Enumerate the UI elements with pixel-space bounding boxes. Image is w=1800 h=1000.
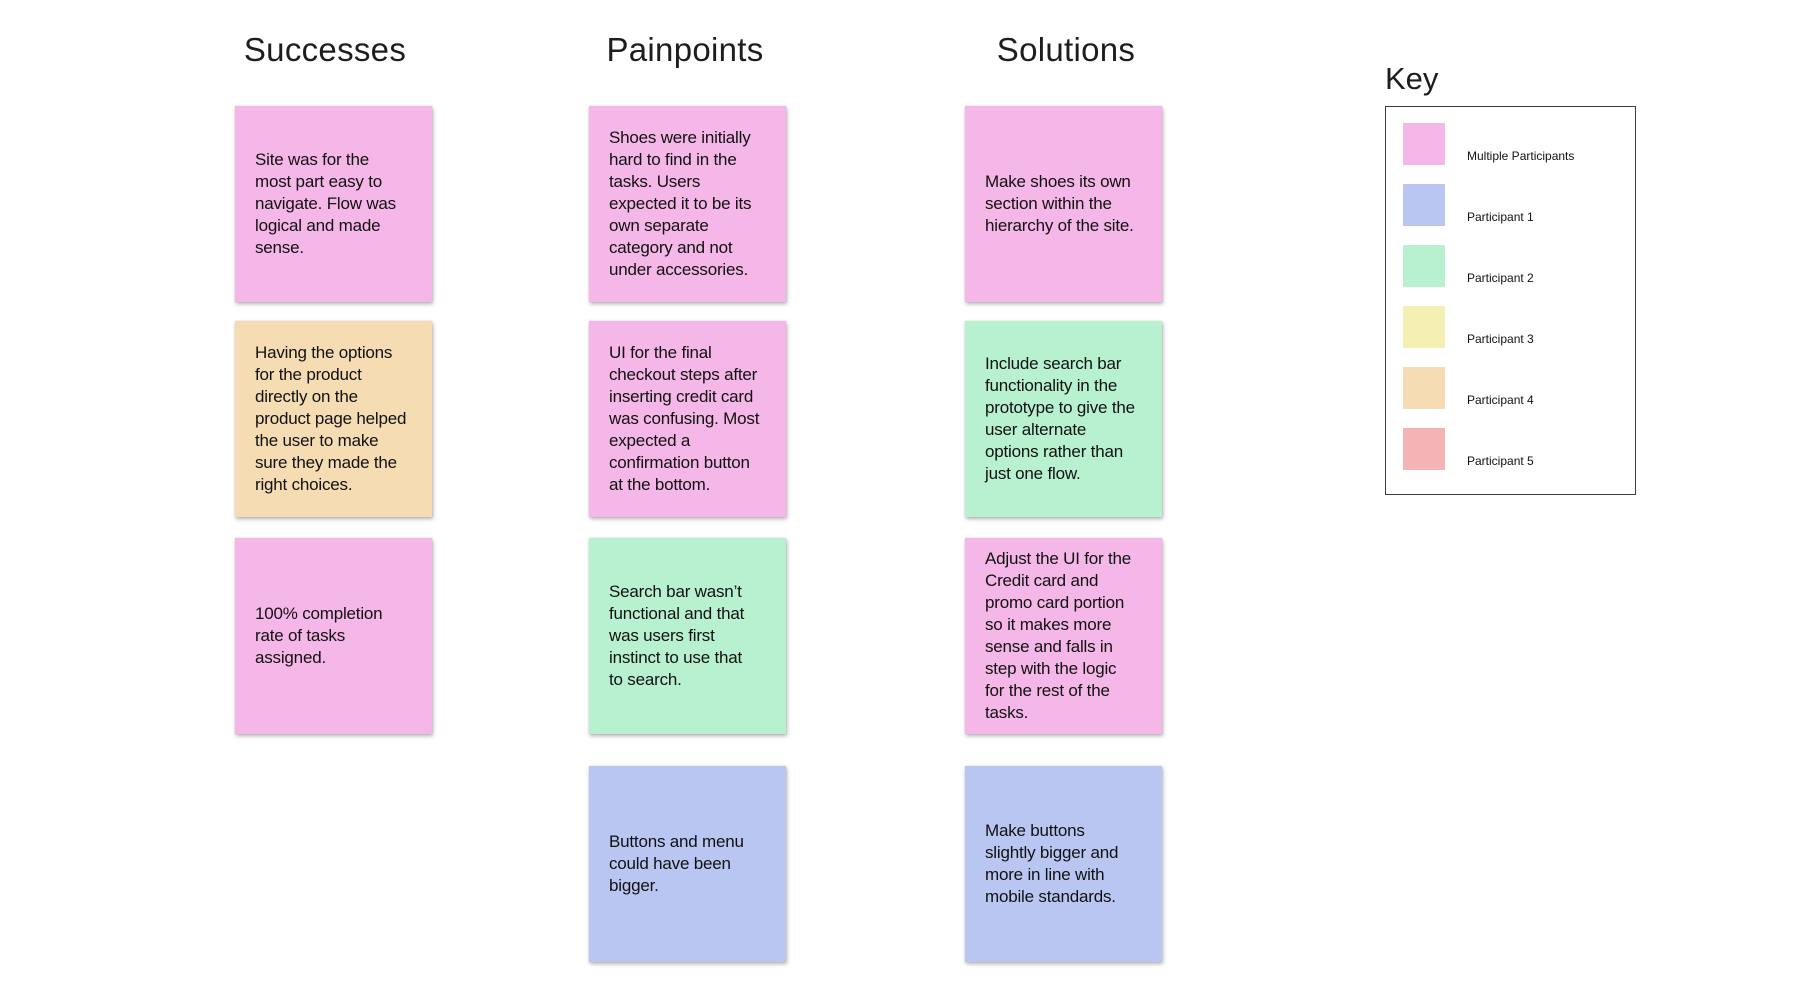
- legend-label: Participant 1: [1467, 210, 1534, 224]
- sticky-note[interactable]: Shoes were initially hard to find in the…: [589, 106, 786, 302]
- sticky-note-text: Search bar wasn’t functional and that wa…: [609, 582, 745, 689]
- legend-color-swatch: [1403, 367, 1445, 409]
- legend-label: Participant 2: [1467, 271, 1534, 285]
- sticky-note[interactable]: Include search bar functionality in the …: [965, 321, 1162, 517]
- key-title[interactable]: Key: [1385, 61, 1439, 96]
- sticky-note[interactable]: Having the options for the product direc…: [235, 321, 432, 517]
- legend-label: Participant 3: [1467, 332, 1534, 346]
- legend-color-swatch: [1403, 123, 1445, 165]
- legend-color-swatch: [1403, 245, 1445, 287]
- sticky-note-text: UI for the final checkout steps after in…: [609, 343, 760, 494]
- legend-row: Participant 3: [1403, 306, 1635, 348]
- sticky-note-text: Make shoes its own section within the hi…: [985, 172, 1134, 235]
- sticky-note[interactable]: Make shoes its own section within the hi…: [965, 106, 1162, 302]
- legend-row: Participant 1: [1403, 184, 1635, 226]
- sticky-note[interactable]: Adjust the UI for the Credit card and pr…: [965, 538, 1162, 734]
- sticky-note[interactable]: 100% completion rate of tasks assigned.: [235, 538, 432, 734]
- sticky-note-text: Make buttons slightly bigger and more in…: [985, 821, 1119, 906]
- legend-row: Participant 4: [1403, 367, 1635, 409]
- sticky-note-text: Buttons and menu could have been bigger.: [609, 832, 744, 895]
- sticky-note[interactable]: Buttons and menu could have been bigger.: [589, 766, 786, 962]
- sticky-note[interactable]: Search bar wasn’t functional and that wa…: [589, 538, 786, 734]
- sticky-note-text: Having the options for the product direc…: [255, 343, 407, 494]
- legend-row: Participant 2: [1403, 245, 1635, 287]
- sticky-note-text: Include search bar functionality in the …: [985, 354, 1135, 483]
- sticky-note[interactable]: Make buttons slightly bigger and more in…: [965, 766, 1162, 962]
- legend-color-swatch: [1403, 428, 1445, 470]
- sticky-note-text: Shoes were initially hard to find in the…: [609, 128, 752, 279]
- column-title-successes[interactable]: Successes: [243, 31, 407, 68]
- legend-color-swatch: [1403, 306, 1445, 348]
- sticky-note-text: 100% completion rate of tasks assigned.: [255, 604, 383, 667]
- sticky-note-text: Site was for the most part easy to navig…: [255, 150, 396, 257]
- legend-label: Participant 5: [1467, 454, 1534, 468]
- sticky-note-text: Adjust the UI for the Credit card and pr…: [985, 549, 1132, 722]
- legend-color-swatch: [1403, 184, 1445, 226]
- legend-label: Multiple Participants: [1467, 149, 1575, 163]
- sticky-note[interactable]: UI for the final checkout steps after in…: [589, 321, 786, 517]
- column-title-solutions[interactable]: Solutions: [996, 31, 1136, 68]
- legend-row: Multiple Participants: [1403, 123, 1635, 165]
- column-title-painpoints[interactable]: Painpoints: [606, 31, 764, 68]
- sticky-note[interactable]: Site was for the most part easy to navig…: [235, 106, 432, 302]
- legend-row: Participant 5: [1403, 428, 1635, 470]
- legend-label: Participant 4: [1467, 393, 1534, 407]
